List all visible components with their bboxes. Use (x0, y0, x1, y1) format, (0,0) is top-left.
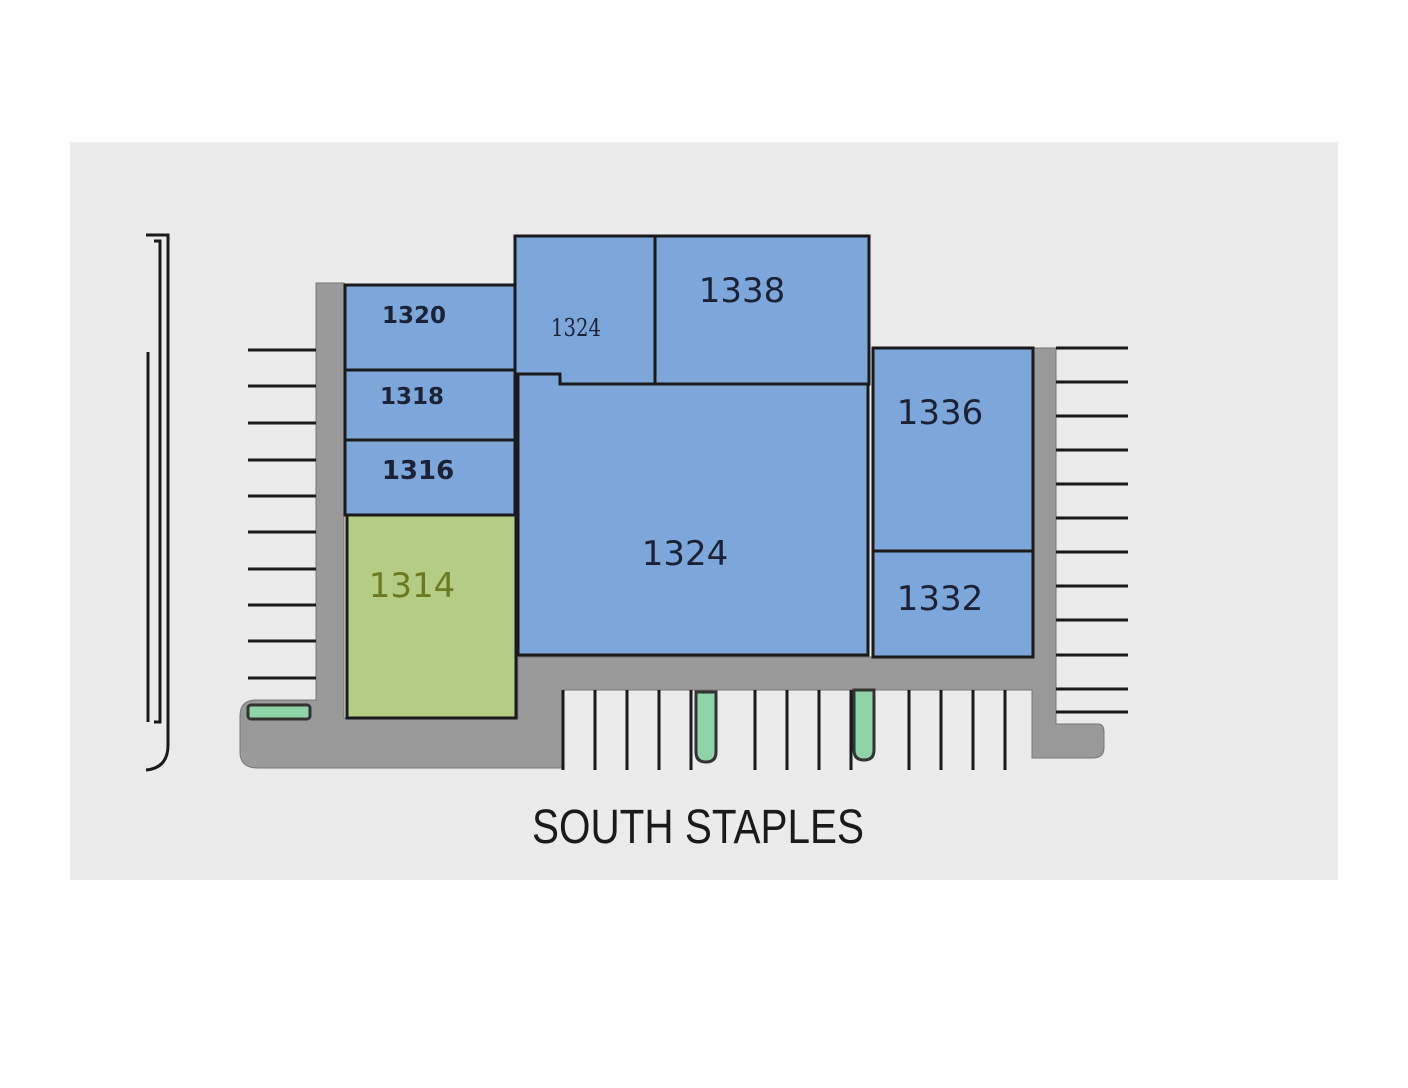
unit-1318[interactable] (343, 368, 517, 442)
landscape-island-3 (246, 703, 312, 721)
unit-1336[interactable] (871, 346, 1035, 553)
unit-1314-label: 1314 (369, 566, 456, 606)
unit-1324-small-label: 1324 (551, 314, 601, 342)
parking-stripes-west (248, 348, 316, 680)
unit-1338[interactable] (653, 234, 871, 386)
pavement-drive-aisle (239, 282, 1105, 769)
parking-stripes-east (1056, 346, 1128, 714)
landscape-island-2 (852, 688, 876, 762)
unit-1324[interactable] (516, 372, 870, 657)
unit-1324-small[interactable] (513, 234, 657, 386)
unit-1338-label: 1338 (699, 271, 786, 311)
unit-1324-label: 1324 (642, 534, 729, 574)
landscape-island-1 (694, 690, 718, 764)
unit-1316[interactable] (343, 438, 517, 517)
street-name: SOUTH STAPLES (532, 801, 864, 854)
unit-1314[interactable] (345, 513, 518, 720)
unit-1320-label: 1320 (382, 303, 446, 329)
left-access-road (145, 233, 170, 772)
unit-1332-label: 1332 (897, 579, 984, 619)
unit-1320[interactable] (343, 283, 517, 372)
unit-1336-label: 1336 (897, 393, 984, 433)
unit-1316-label: 1316 (382, 456, 454, 486)
unit-1332[interactable] (871, 549, 1035, 659)
parking-stripes-south (561, 690, 1007, 770)
unit-1318-label: 1318 (380, 384, 444, 410)
